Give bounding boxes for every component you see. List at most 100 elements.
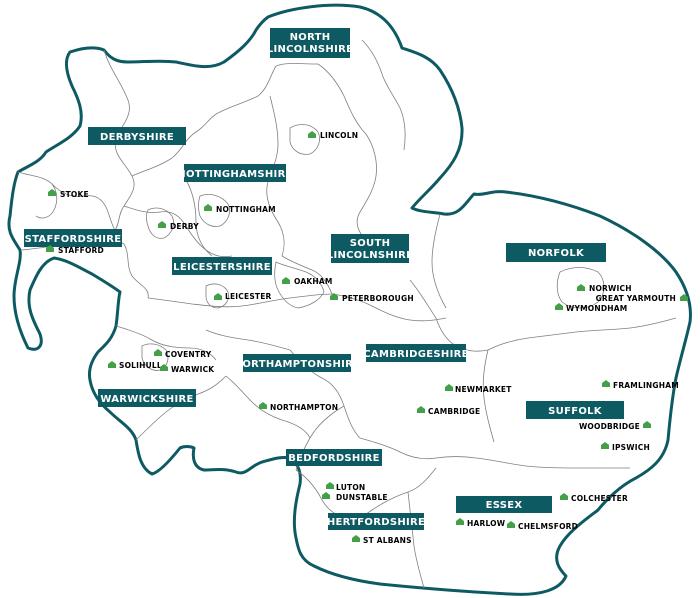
town-northampton: NORTHAMPTON	[259, 402, 338, 412]
svg-text:WARWICKSHIRE: WARWICKSHIRE	[100, 394, 193, 405]
svg-text:FRAMLINGHAM: FRAMLINGHAM	[613, 381, 679, 390]
pentagon-pin-icon	[417, 406, 425, 413]
svg-text:ST ALBANS: ST ALBANS	[363, 536, 412, 545]
town-oakham: OAKHAM	[282, 277, 333, 286]
county-label-suffolk: SUFFOLK	[526, 401, 624, 419]
town-wymondham: WYMONDHAM	[555, 303, 627, 313]
county-label-south-lincolnshire: SOUTH LINCOLNSHIRE	[327, 234, 413, 263]
pentagon-pin-icon	[507, 521, 515, 528]
pentagon-pin-icon	[602, 380, 610, 387]
svg-text:HARLOW: HARLOW	[467, 519, 506, 528]
county-label-warwickshire: WARWICKSHIRE	[98, 389, 196, 407]
pentagon-pin-icon	[282, 277, 290, 284]
pentagon-pin-icon	[160, 364, 168, 371]
pentagon-pin-icon	[555, 303, 563, 310]
town-solihull: SOLIHULL	[108, 361, 162, 370]
town-great-yarmouth: GREAT YARMOUTH	[596, 294, 688, 303]
town-coventry: COVENTRY	[154, 349, 212, 359]
town-newmarket: NEWMARKET	[445, 384, 512, 394]
town-woodbridge: WOODBRIDGE	[579, 421, 651, 431]
town-cambridge: CAMBRIDGE	[417, 406, 480, 416]
svg-text:WOODBRIDGE: WOODBRIDGE	[579, 422, 640, 431]
svg-text:NOTTINGHAM: NOTTINGHAM	[216, 205, 276, 214]
town-st-albans: ST ALBANS	[352, 535, 412, 545]
svg-text:NORTHAMPTONSHIRE: NORTHAMPTONSHIRE	[234, 359, 361, 370]
svg-text:DUNSTABLE: DUNSTABLE	[336, 493, 388, 502]
town-peterborough: PETERBOROUGH	[330, 293, 414, 303]
pentagon-pin-icon	[326, 482, 334, 489]
county-label-leicestershire: LEICESTERSHIRE	[172, 257, 272, 275]
pentagon-pin-icon	[214, 293, 222, 300]
county-label-derbyshire: DERBYSHIRE	[88, 127, 186, 145]
county-label-north-lincolnshire: NORTH LINCOLNSHIRE	[267, 28, 353, 58]
county-label-northamptonshire: NORTHAMPTONSHIRE	[234, 354, 361, 372]
svg-text:CAMBRIDGESHIRE: CAMBRIDGESHIRE	[363, 349, 468, 360]
town-norwich: NORWICH	[577, 284, 632, 293]
svg-text:OAKHAM: OAKHAM	[294, 277, 333, 286]
pentagon-pin-icon	[308, 131, 316, 138]
county-label-essex: ESSEX	[456, 496, 552, 513]
town-derby: DERBY	[158, 221, 199, 231]
county-label-cambridgeshire: CAMBRIDGESHIRE	[363, 344, 468, 362]
svg-text:SOUTH: SOUTH	[350, 238, 391, 249]
svg-text:DERBY: DERBY	[170, 222, 199, 231]
pentagon-pin-icon	[46, 245, 54, 252]
svg-text:CAMBRIDGE: CAMBRIDGE	[428, 407, 480, 416]
town-lincoln: LINCOLN	[308, 131, 358, 140]
county-label-norfolk: NORFOLK	[506, 243, 606, 262]
svg-text:PETERBOROUGH: PETERBOROUGH	[342, 294, 414, 303]
svg-text:LUTON: LUTON	[336, 483, 365, 492]
svg-text:NORTH: NORTH	[290, 32, 331, 43]
pentagon-pin-icon	[680, 294, 688, 301]
svg-text:DERBYSHIRE: DERBYSHIRE	[100, 132, 174, 143]
county-label-nottinghamshire: NOTTINGHAMSHIRE	[177, 164, 292, 182]
svg-text:CHELMSFORD: CHELMSFORD	[518, 522, 578, 531]
county-label-bedfordshire: BEDFORDSHIRE	[286, 449, 382, 466]
svg-text:NOTTINGHAMSHIRE: NOTTINGHAMSHIRE	[177, 169, 292, 180]
svg-text:LINCOLNSHIRE: LINCOLNSHIRE	[327, 250, 413, 261]
pentagon-pin-icon	[330, 293, 338, 300]
svg-text:NORWICH: NORWICH	[589, 284, 632, 293]
svg-text:NEWMARKET: NEWMARKET	[455, 385, 512, 394]
svg-text:LINCOLNSHIRE: LINCOLNSHIRE	[267, 44, 353, 55]
pentagon-pin-icon	[445, 384, 453, 391]
svg-text:IPSWICH: IPSWICH	[612, 443, 650, 452]
pentagon-pin-icon	[108, 361, 116, 368]
svg-text:LEICESTER: LEICESTER	[225, 292, 272, 301]
pentagon-pin-icon	[456, 518, 464, 525]
town-framlingham: FRAMLINGHAM	[602, 380, 679, 390]
svg-text:HERTFORDSHIRE: HERTFORDSHIRE	[327, 517, 425, 528]
svg-text:STOKE: STOKE	[60, 190, 89, 199]
town-ipswich: IPSWICH	[601, 442, 650, 452]
pentagon-pin-icon	[577, 284, 585, 291]
county-label-hertfordshire: HERTFORDSHIRE	[327, 513, 425, 530]
town-leicester: LEICESTER	[214, 292, 272, 301]
pentagon-pin-icon	[154, 349, 162, 356]
svg-text:COVENTRY: COVENTRY	[165, 350, 212, 359]
svg-text:SOLIHULL: SOLIHULL	[119, 361, 162, 370]
svg-text:GREAT YARMOUTH: GREAT YARMOUTH	[596, 294, 676, 303]
town-harlow: HARLOW	[456, 518, 506, 528]
town-chelmsford: CHELMSFORD	[507, 521, 578, 531]
svg-text:COLCHESTER: COLCHESTER	[571, 494, 628, 503]
svg-text:WARWICK: WARWICK	[171, 365, 215, 374]
pentagon-pin-icon	[643, 421, 651, 428]
svg-text:NORFOLK: NORFOLK	[528, 248, 585, 259]
town-nottingham: NOTTINGHAM	[204, 204, 276, 214]
region-outline	[7, 3, 692, 596]
town-luton: LUTON	[326, 482, 365, 492]
town-dunstable: DUNSTABLE	[322, 492, 388, 502]
town-stafford: STAFFORD	[46, 245, 104, 255]
pentagon-pin-icon	[259, 402, 267, 409]
pentagon-pin-icon	[352, 535, 360, 542]
pentagon-pin-icon	[204, 204, 212, 211]
svg-text:LEICESTERSHIRE: LEICESTERSHIRE	[173, 262, 271, 273]
svg-text:NORTHAMPTON: NORTHAMPTON	[270, 403, 338, 412]
pentagon-pin-icon	[601, 442, 609, 449]
svg-text:BEDFORDSHIRE: BEDFORDSHIRE	[288, 453, 380, 464]
town-warwick: WARWICK	[160, 364, 215, 374]
county-label-staffordshire: STAFFORDSHIRE	[24, 229, 122, 247]
pentagon-pin-icon	[322, 492, 330, 499]
svg-text:ESSEX: ESSEX	[486, 500, 523, 511]
